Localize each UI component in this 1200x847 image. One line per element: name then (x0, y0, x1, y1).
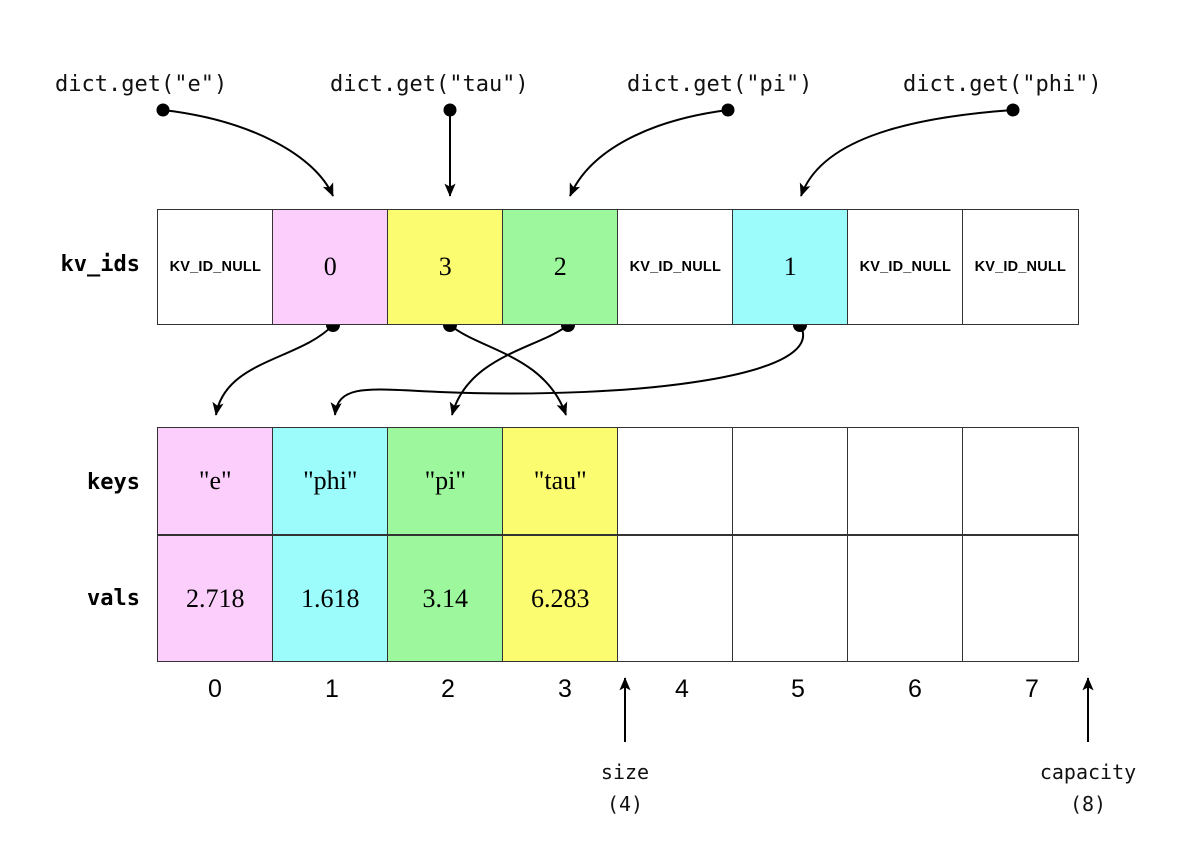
index-label-1: 1 (325, 675, 339, 703)
index-label-4: 4 (675, 675, 689, 703)
call-label-phi: dict.get("phi") (903, 72, 1102, 97)
vals-cell-2-value: 3.14 (422, 583, 469, 613)
kv-ids-cell-4-value: KV_ID_NULL (629, 258, 722, 275)
vals-cell-1[interactable]: 1.618 (272, 535, 389, 662)
link-arrow-slot5-key1 (330, 318, 807, 416)
kv-ids-cell-1-value: 0 (323, 252, 337, 281)
kv-ids-cell-7-value: KV_ID_NULL (974, 258, 1067, 275)
call-arrow-phi (799, 103, 1020, 197)
keys-cell-2[interactable]: "pi" (387, 427, 504, 535)
vals-cell-3[interactable]: 6.283 (502, 535, 619, 662)
capacity-annotation-label: capacity (1039, 760, 1137, 784)
kv-ids-cell-3[interactable]: 2 (502, 209, 619, 325)
kv-ids-cell-3-value: 2 (553, 252, 567, 281)
size-annotation-label: size (600, 760, 650, 784)
size-annotation: size (4) (545, 760, 705, 816)
keys-cell-0-value: "e" (198, 466, 232, 495)
vals-cell-3-value: 6.283 (531, 583, 590, 613)
call-arrow-e (156, 103, 334, 197)
index-label-2: 2 (441, 675, 455, 703)
vals-cell-5[interactable] (732, 535, 849, 662)
kv-ids-cell-4[interactable]: KV_ID_NULL (617, 209, 734, 325)
kv-ids-cell-7[interactable]: KV_ID_NULL (962, 209, 1079, 325)
keys-cell-6[interactable] (847, 427, 964, 535)
kv-ids-array: KV_ID_NULL 0 3 2 KV_ID_NULL 1 KV_ID_NULL… (157, 209, 1090, 325)
capacity-annotation-value: (8) (1069, 792, 1107, 816)
index-label-7: 7 (1025, 675, 1039, 703)
keys-cell-1[interactable]: "phi" (272, 427, 389, 535)
row-label-kv-ids: kv_ids (60, 252, 140, 277)
keys-cell-4[interactable] (617, 427, 734, 535)
kv-ids-cell-5[interactable]: 1 (732, 209, 849, 325)
index-label-5: 5 (791, 675, 805, 703)
kv-ids-cell-5-value: 1 (783, 252, 797, 281)
call-arrow-pi (569, 103, 735, 197)
keys-cell-2-value: "pi" (424, 466, 467, 495)
row-label-vals: vals (87, 586, 140, 611)
index-label-6: 6 (908, 675, 922, 703)
call-label-e: dict.get("e") (55, 72, 228, 97)
call-label-pi: dict.get("pi") (627, 72, 813, 97)
index-label-0: 0 (208, 675, 222, 703)
kv-ids-cell-2[interactable]: 3 (387, 209, 504, 325)
keys-cell-5[interactable] (732, 427, 849, 535)
kv-ids-cell-1[interactable]: 0 (272, 209, 389, 325)
keys-cell-1-value: "phi" (303, 466, 358, 495)
link-arrow-slot2-key3 (443, 318, 568, 416)
kv-ids-cell-0-value: KV_ID_NULL (169, 258, 262, 275)
vals-cell-7[interactable] (962, 535, 1079, 662)
row-label-keys: keys (87, 470, 140, 495)
size-annotation-value: (4) (606, 792, 644, 816)
keys-cell-3-value: "tau" (533, 466, 587, 495)
index-label-3: 3 (558, 675, 572, 703)
kv-ids-cell-6-value: KV_ID_NULL (859, 258, 952, 275)
call-label-tau: dict.get("tau") (330, 72, 529, 97)
vals-array: 2.718 1.618 3.14 6.283 (157, 535, 1090, 662)
keys-cell-7[interactable] (962, 427, 1079, 535)
vals-cell-0[interactable]: 2.718 (157, 535, 274, 662)
vals-cell-1-value: 1.618 (301, 583, 360, 613)
vals-cell-0-value: 2.718 (186, 583, 245, 613)
keys-cell-3[interactable]: "tau" (502, 427, 619, 535)
link-arrow-slot3-key2 (449, 318, 575, 416)
capacity-annotation: capacity (8) (1008, 760, 1168, 816)
keys-cell-0[interactable]: "e" (157, 427, 274, 535)
kv-ids-cell-2-value: 3 (438, 252, 452, 281)
vals-cell-4[interactable] (617, 535, 734, 662)
kv-ids-cell-6[interactable]: KV_ID_NULL (847, 209, 964, 325)
vals-cell-2[interactable]: 3.14 (387, 535, 504, 662)
call-arrow-tau (443, 103, 457, 197)
link-arrow-slot1-key0 (212, 318, 340, 416)
vals-cell-6[interactable] (847, 535, 964, 662)
keys-array: "e" "phi" "pi" "tau" (157, 427, 1090, 535)
kv-ids-cell-0[interactable]: KV_ID_NULL (157, 209, 274, 325)
